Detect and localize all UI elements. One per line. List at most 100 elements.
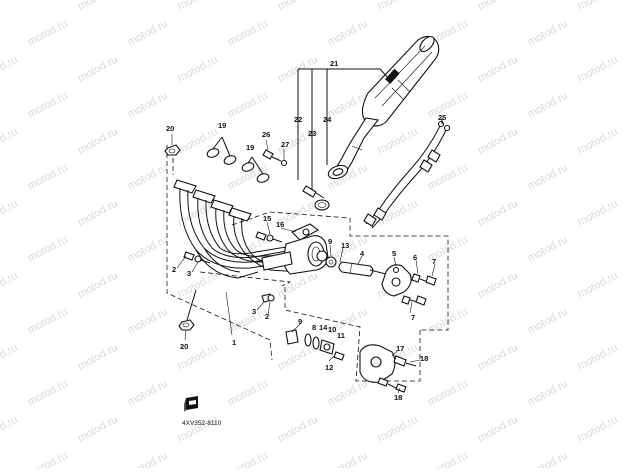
watermark-text: motod.ru (476, 414, 520, 445)
callout-16: 16 (276, 220, 284, 229)
watermark-text: motod.ru (426, 162, 470, 193)
watermark-text: motod.ru (276, 270, 320, 301)
callout-11: 11 (337, 331, 345, 340)
watermark-text: motod.ru (0, 342, 20, 373)
watermark-text: motod.ru (0, 270, 20, 301)
watermark-text: motod.ru (176, 414, 220, 445)
callout-18-right: 18 (420, 354, 428, 363)
pulley-cover (359, 344, 417, 393)
watermark-text: motod.ru (126, 450, 170, 468)
callout-7-upper: 7 (432, 257, 436, 266)
muffler-assembly (297, 35, 440, 211)
callout-4: 4 (360, 249, 365, 258)
callout-12: 12 (325, 363, 333, 372)
callout-26: 26 (262, 130, 270, 139)
watermark-text: motod.ru (526, 18, 570, 49)
watermark-text: motod.ru (376, 126, 420, 157)
watermark-text: motod.ru (426, 378, 470, 409)
mount-bolts (178, 231, 283, 331)
watermark-text: motod.ru (226, 450, 270, 468)
callout-2-left: 2 (172, 265, 176, 274)
watermark-text: motod.ru (176, 54, 220, 85)
watermark-text: motod.ru (376, 0, 420, 13)
callout-labels: 21 22 23 24 25 20 19 19 26 27 15 16 2 3 … (166, 59, 446, 402)
diagram-code: 4XV352-8110 (182, 420, 222, 427)
callout-14: 14 (319, 323, 328, 332)
callout-9-upper: 9 (328, 237, 332, 246)
leader-lines (171, 134, 436, 394)
callout-23: 23 (308, 129, 316, 138)
callout-22: 22 (294, 115, 302, 124)
watermark-text: motod.ru (326, 378, 370, 409)
watermark-text: motod.ru (76, 0, 120, 13)
watermark-text: motod.ru (0, 198, 20, 229)
watermark-text: motod.ru (226, 18, 270, 49)
callout-15: 15 (263, 214, 271, 223)
watermark-text: motod.ru (476, 342, 520, 373)
watermark-text: motod.ru (376, 414, 420, 445)
watermark-text: motod.ru (26, 90, 70, 121)
watermark-text: motod.ru (526, 450, 570, 468)
callout-18-bottom: 18 (394, 393, 402, 402)
watermark-text: motod.ru (126, 234, 170, 265)
watermark-text: motod.ru (26, 162, 70, 193)
watermark-text: motod.ru (276, 414, 320, 445)
watermark-text: motod.ru (76, 414, 120, 445)
callout-13: 13 (341, 241, 349, 250)
watermark-text: motod.ru (26, 234, 70, 265)
callout-3-lower: 3 (252, 307, 256, 316)
watermark-text: motod.ru (0, 126, 20, 157)
watermark-text: motod.ru (526, 306, 570, 337)
callout-19-mid: 19 (246, 143, 254, 152)
callout-8: 8 (312, 323, 316, 332)
valve-pulley (381, 264, 437, 306)
watermark-text: motod.ru (576, 0, 620, 13)
callout-9-lower: 9 (298, 317, 302, 326)
callout-20-bottom: 20 (180, 342, 188, 351)
watermark-text: motod.ru (76, 342, 120, 373)
watermark-text: motod.ru (126, 90, 170, 121)
watermark-text: motod.ru (76, 54, 120, 85)
watermark-text: motod.ru (176, 0, 220, 13)
gaskets-and-studs (164, 136, 288, 183)
watermark-text: motod.ru (576, 414, 620, 445)
watermark-text: motod.ru (526, 162, 570, 193)
watermark-text: motod.ru (576, 342, 620, 373)
callout-24: 24 (323, 115, 332, 124)
watermark-text: motod.ru (326, 450, 370, 468)
watermark-text: motod.ru (576, 198, 620, 229)
callout-2-lower: 2 (265, 312, 269, 321)
callout-1: 1 (232, 338, 236, 347)
watermark-text: motod.ru (0, 54, 20, 85)
callout-10: 10 (328, 325, 336, 334)
watermark-text: motod.ru (226, 90, 270, 121)
watermark-text: motod.ru (126, 378, 170, 409)
callout-5: 5 (392, 249, 396, 258)
watermark-text: motod.ru (126, 18, 170, 49)
callout-3-left: 3 (187, 269, 191, 278)
watermark-text: motod.ru (26, 450, 70, 468)
control-cable (363, 118, 451, 229)
watermark-text: motod.ru (476, 54, 520, 85)
valve-shaft-assembly (316, 250, 387, 277)
watermark-text: motod.ru (526, 90, 570, 121)
watermark-text: motod.ru (26, 378, 70, 409)
watermark-text: motod.ru (26, 306, 70, 337)
watermark-text: motod.ru (126, 306, 170, 337)
watermark-text: motod.ru (176, 270, 220, 301)
watermark-text: motod.ru (426, 450, 470, 468)
callout-21: 21 (330, 59, 338, 68)
watermark-text: motod.ru (526, 234, 570, 265)
watermark-text: motod.ru (576, 54, 620, 85)
watermark-text: motod.ru (576, 126, 620, 157)
watermark-text: motod.ru (76, 270, 120, 301)
callout-27: 27 (281, 140, 289, 149)
watermark-text: motod.ru (0, 0, 20, 13)
watermark-text: motod.ru (426, 90, 470, 121)
watermark-text: motod.ru (76, 126, 120, 157)
diagram-code-block: 4XV352-8110 (182, 396, 222, 427)
watermark-text: motod.ru (126, 162, 170, 193)
callout-25: 25 (438, 113, 446, 122)
watermark-text: motod.ru (26, 18, 70, 49)
